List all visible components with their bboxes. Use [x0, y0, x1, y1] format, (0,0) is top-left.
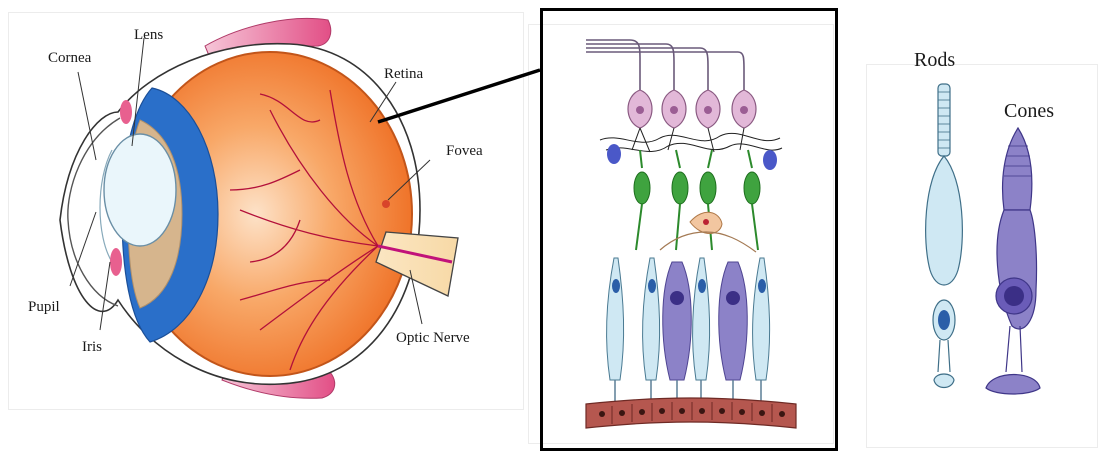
label-cones: Cones: [1004, 101, 1054, 121]
retina-zoom-frame: [540, 8, 838, 451]
iris-edge-top: [120, 100, 132, 124]
label-iris: Iris: [82, 340, 102, 355]
label-fovea: Fovea: [446, 144, 483, 159]
iris-edge-bottom: [110, 248, 122, 276]
label-retina: Retina: [384, 67, 423, 82]
rod-cell: [926, 84, 963, 388]
fovea-spot: [382, 200, 390, 208]
label-cornea: Cornea: [48, 51, 91, 66]
cone-cell: [986, 128, 1040, 394]
label-rods: Rods: [914, 50, 955, 70]
label-optic-nerve: Optic Nerve: [396, 331, 470, 346]
lens-shape: [104, 134, 176, 246]
label-pupil: Pupil: [28, 300, 60, 315]
label-lens: Lens: [134, 28, 163, 43]
